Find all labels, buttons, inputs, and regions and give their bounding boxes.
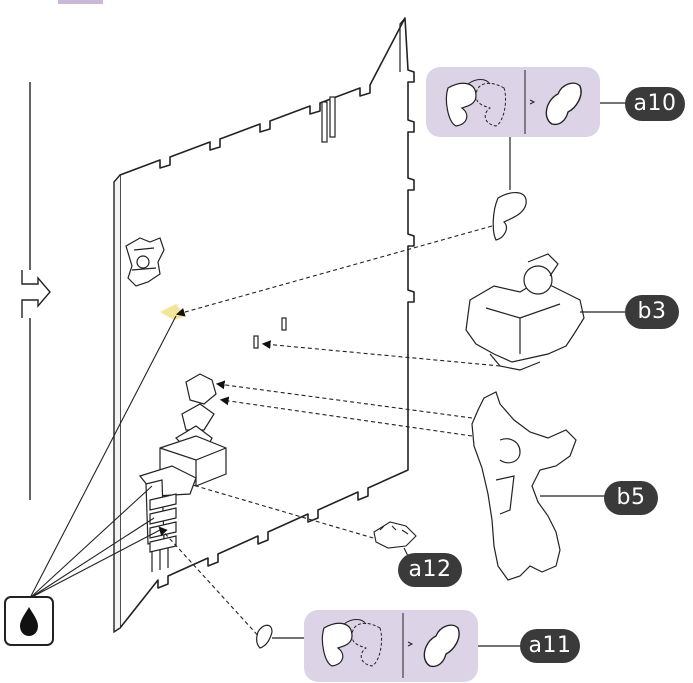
- part-b5: [471, 391, 606, 581]
- wing-shape-icon: [545, 82, 582, 126]
- part-a10-butterfly: [492, 136, 527, 241]
- callout-a10: a10: [625, 87, 685, 121]
- hint-panel-a10: [426, 67, 628, 137]
- mounted-mechanism: [125, 237, 165, 287]
- direction-indicator: [21, 82, 51, 500]
- glue-drop-icon: [4, 596, 54, 646]
- assembly-guide-lines: [158, 225, 501, 641]
- callout-b5: b5: [604, 481, 658, 515]
- page-tab-marker: [58, 0, 103, 4]
- hint-panel-a11: [304, 610, 522, 682]
- callout-b3: b3: [625, 295, 679, 329]
- part-b3: [465, 253, 628, 371]
- glue-drop-glyph: [20, 607, 38, 636]
- part-a11-wing: [256, 624, 306, 649]
- callout-a12: a12: [398, 553, 462, 587]
- flip-butterfly-icon: [445, 82, 477, 127]
- callout-a11: a11: [520, 629, 580, 663]
- lower-mechanism-assembly: [138, 373, 227, 572]
- glue-pointer-lines: [29, 315, 177, 599]
- board-slots: [253, 96, 336, 349]
